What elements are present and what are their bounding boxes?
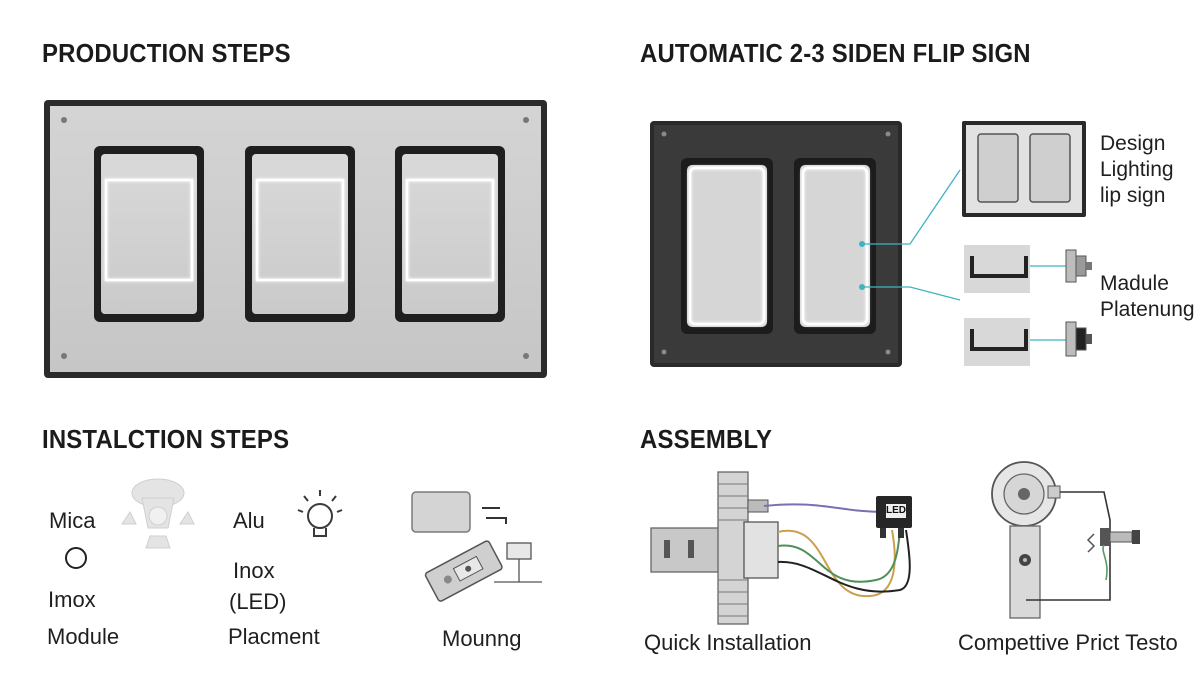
callout-flip-sign-label: lip sign [1100,184,1166,207]
installation-steps-heading: INSTALCTION STEPS [42,424,290,454]
assembly-heading: ASSEMBLY [640,424,773,454]
production-module-2 [245,146,355,322]
install-mounng-label: Mounng [442,626,522,651]
install-placment-label: Placment [228,624,320,649]
production-steps-heading: PRODUCTION STEPS [42,38,291,68]
callout-lighting-label: Lighting [1100,158,1174,181]
production-module-1 [94,146,204,322]
ceiling-lamp-icon [121,478,195,549]
callout-module-label: Madule [1100,272,1169,295]
circle-icon [65,547,87,569]
callout-design-label: Design [1100,132,1166,155]
production-module-3 [395,146,505,322]
competitive-price-label: Compettive Prict Testo [958,630,1178,655]
install-mica-label: Mica [49,508,96,533]
install-led-label: (LED) [229,589,287,614]
quick-installation-illustration [650,471,912,625]
test-device-illustration [991,461,1140,619]
callout-module-bracket-2 [964,318,1092,366]
callout-lines [862,169,1066,341]
callout-platening-label: Platenung [1100,298,1195,321]
led-driver-tag: LED [886,505,906,516]
install-inox-label: Inox [233,558,275,583]
mounting-illustration [411,491,542,602]
flip-module-left [681,158,773,334]
automatic-flip-sign-heading: AUTOMATIC 2-3 SIDEN FLIP SIGN [640,38,1031,68]
light-bulb-icon [297,490,343,537]
callout-module-bracket-1 [964,245,1092,293]
callout-design-box [962,121,1086,217]
quick-installation-label: Quick Installation [644,630,812,655]
install-alu-label: Alu [233,508,265,533]
install-module-label: Module [47,624,120,649]
flip-module-right [794,158,876,334]
install-imox-label: Imox [48,587,96,612]
